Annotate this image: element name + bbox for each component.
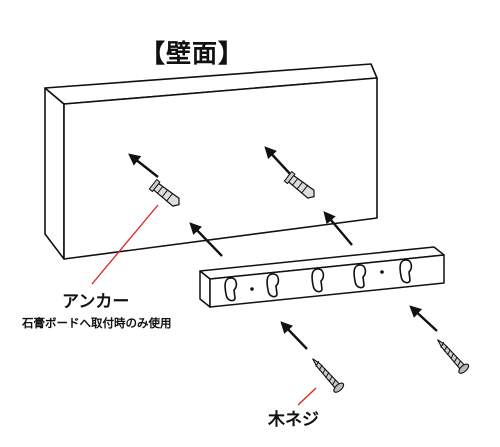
arrow-rail-right: [323, 211, 353, 246]
screw-leader-line: [297, 387, 317, 406]
arrow-screw-right: [409, 305, 438, 332]
arrow-anchor-right: [264, 146, 293, 177]
wood-screw-left: [312, 358, 345, 393]
anchor-right: [283, 170, 315, 199]
hook-5: [399, 259, 413, 284]
page-title: 【壁面】: [140, 39, 245, 68]
hook-2: [266, 273, 280, 298]
wood-screw-right: [437, 339, 470, 374]
anchor-left: [148, 178, 180, 207]
arrow-rail-left: [189, 222, 223, 257]
hook-1: [224, 277, 238, 302]
insertion-arrows: [128, 146, 438, 350]
anchor-leader-line: [91, 204, 159, 285]
rail-screw-hole-right: [380, 270, 384, 274]
wall-panel: [44, 63, 378, 260]
arrow-anchor-left: [128, 153, 159, 178]
rail-screw-hole-left: [250, 287, 254, 291]
anchor-note: 石膏ボードへ取付時のみ使用: [22, 316, 172, 330]
arrow-screw-left: [280, 321, 308, 350]
hook-4: [353, 264, 367, 289]
anchor-label: アンカー: [62, 292, 130, 312]
hook-3: [311, 268, 325, 293]
wood-screw-label: 木ネジ: [268, 410, 319, 430]
hooks: [224, 259, 413, 302]
